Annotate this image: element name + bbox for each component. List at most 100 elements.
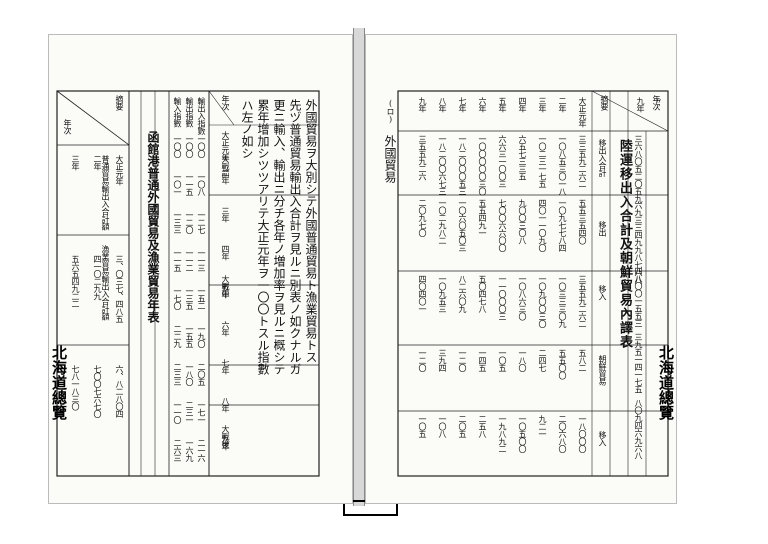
sub-fishery-value: 六、八二八〇四 — [115, 365, 124, 418]
index-group-during: 大戰中 — [221, 275, 230, 298]
index-header-year: 年次 — [221, 95, 230, 110]
move-in-value: 四〇四〇一 — [418, 275, 427, 313]
total-value: 一〇二三一七五 — [538, 135, 547, 188]
korea-out-value: 五五〇〇 — [558, 349, 567, 379]
year-label: 五年 — [498, 97, 507, 112]
sub-normal-value: 三、〇三七、四八五 — [115, 255, 124, 323]
index-row-label-1: 輸出入指數 — [197, 97, 206, 135]
header-col-korea-in: 移入 — [598, 431, 607, 446]
index-year: 八年 — [221, 397, 230, 412]
top-strip-value: 三九五一四一七五 — [634, 333, 643, 393]
index-export-import-value: 一九〇 — [197, 325, 206, 348]
sub-table-title: 函館港普通外國貿易及漁業貿易年表 — [146, 131, 160, 323]
korea-in-value: 一〇八 — [438, 415, 447, 438]
top-strip-value: 八〇九四六九六八 — [634, 399, 643, 459]
sub-normal-value: 五六五四九二二 — [71, 255, 80, 308]
index-import-value: 二三三 — [173, 363, 182, 386]
top-strip-label-2: 〃 — [654, 97, 663, 105]
top-strip-value: 四八〇〇一五五三 — [634, 267, 643, 327]
table-title: 陸運移出入合計及朝鮮貿易內譯表 — [617, 139, 632, 349]
header-col-in: 移入 — [598, 285, 607, 300]
index-import-value: 一〇一 — [173, 173, 182, 196]
index-year: 七年 — [221, 359, 230, 374]
move-out-value: 一〇六〇五〇三 — [458, 199, 467, 252]
index-export-value: 一五五 — [185, 325, 194, 348]
sub-year: 大正元年 — [115, 155, 124, 185]
korea-out-value: 二四七 — [538, 349, 547, 372]
move-out-value: 五五三五四〇 — [578, 199, 587, 244]
total-value: 三五五九二六 — [418, 135, 427, 180]
korea-out-value: 一〇五 — [498, 349, 507, 372]
sub-header-item: 摘要 — [115, 95, 124, 110]
paragraph-line-4: 累年增加シツツアリテ大正元年ヲ一〇〇トスル指數 — [256, 99, 270, 375]
move-out-value: 九〇〇三〇八 — [518, 199, 527, 244]
index-row-label-3: 輸入指數 — [173, 97, 182, 127]
index-import-value: 一〇〇 — [173, 135, 182, 158]
paragraph-line-5: ハ左ノ如シ — [240, 99, 254, 159]
korea-out-value: 五八二 — [578, 349, 587, 372]
year-label: 六年 — [478, 97, 487, 112]
index-row-label-2: 輸出指數 — [185, 97, 194, 127]
index-export-value: 一三五 — [185, 287, 194, 310]
korea-in-value: 一八〇〇〇 — [578, 415, 587, 453]
sub-fishery-value: 七八一八三〇 — [71, 365, 80, 410]
index-import-value: 一一五 — [173, 249, 182, 272]
index-export-value: 一一二 — [185, 249, 194, 272]
index-export-import-value: 一一三 — [197, 249, 206, 272]
total-value: 一〇〇〇〇〇三〇 — [478, 135, 487, 195]
korea-in-value: 二〇六八〇 — [558, 415, 567, 453]
year-label: 大正元年 — [578, 97, 587, 127]
korea-in-value: 九二一 — [538, 415, 547, 438]
index-year: 六年 — [221, 321, 230, 336]
index-import-value: 一一〇 — [173, 401, 182, 424]
korea-out-value: 一二〇 — [458, 349, 467, 372]
index-year: 五年 — [221, 283, 230, 298]
move-out-value: 二〇九七〇 — [418, 199, 427, 237]
sub-year: 三年 — [71, 155, 80, 170]
korea-out-value: 一二〇 — [418, 349, 427, 372]
sub-header-year: 年次 — [63, 119, 72, 134]
index-group-after: 大戰後 — [221, 425, 230, 448]
move-in-value: 三五五九二六二 — [578, 275, 587, 328]
index-import-value: 一七〇 — [173, 287, 182, 310]
korea-out-value: 一四五 — [478, 349, 487, 372]
index-export-import-value: 一二七 — [197, 211, 206, 234]
index-export-value: 一八〇 — [185, 363, 194, 386]
top-strip-value: 六九三三四九九八七八八 — [634, 201, 643, 284]
right-page-rules — [397, 90, 669, 477]
index-year: 三年 — [221, 207, 230, 222]
korea-in-value: 一九八九二 — [498, 415, 507, 453]
index-export-import-value: 一七一 — [197, 401, 206, 424]
year-label: 九年 — [418, 97, 427, 112]
index-year: 二年 — [221, 169, 230, 184]
index-export-value: 一一五 — [185, 173, 194, 196]
korea-in-value: 一〇五〇〇 — [518, 415, 527, 453]
header-col-out: 移出 — [598, 221, 607, 236]
year-label: 三年 — [538, 97, 547, 112]
move-out-value: 四〇一一〇九〇 — [538, 199, 547, 252]
header-item: 摘要 — [600, 95, 609, 110]
year-label: 八年 — [438, 97, 447, 112]
total-value: 一八二〇〇〇五三 — [458, 135, 467, 195]
korea-out-value: 三九四 — [438, 349, 447, 372]
right-running-head: 北海道總覽 — [657, 345, 675, 420]
total-value: 一〇八五三〇一八 — [558, 135, 567, 195]
paragraph-line-3: 更ニ輸入、輸出ニ分チ各年ノ増加率ヲ見ルニ概シテ — [272, 99, 286, 375]
paragraph-line-1: 外國貿易ヲ大別シテ外國普通貿易ト漁業貿易トス — [304, 99, 318, 363]
move-in-value: 一一〇〇〇三 — [498, 275, 507, 320]
move-in-value: 一〇九五三 — [438, 275, 447, 313]
index-export-value: 二三一 — [185, 401, 194, 424]
move-out-value: 一〇九七七八四 — [558, 199, 567, 252]
index-export-import-value: 一〇八 — [197, 173, 206, 196]
index-import-value: 二二九 — [173, 325, 182, 348]
korea-in-value: 二五八 — [478, 415, 487, 438]
sub-col-fishery: 漁業貿易輸出入合計額 — [101, 245, 110, 320]
header-year: 年次 — [652, 95, 661, 110]
section-title: 外國貿易 — [383, 135, 397, 183]
book-gutter — [353, 28, 365, 506]
year-label: 二年 — [558, 97, 567, 112]
move-in-value: 一〇九〇〇三〇 — [538, 275, 547, 328]
index-export-import-value: 一五二 — [197, 287, 206, 310]
top-strip-label: 九年 — [636, 97, 645, 112]
